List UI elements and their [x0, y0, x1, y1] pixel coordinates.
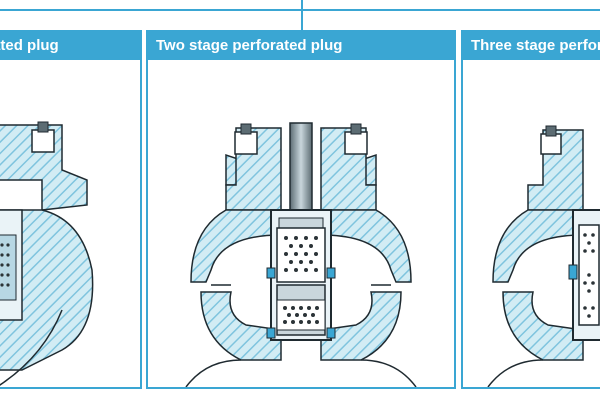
panel-two-stage: Two stage perforated plug	[146, 30, 456, 389]
panel-connector-lines	[0, 0, 600, 30]
valve-body-lower-left	[200, 291, 282, 361]
valve-cross-section	[185, 122, 417, 387]
valve-cross-section	[487, 125, 600, 387]
valve-cross-section	[0, 121, 94, 386]
panel-three-stage: Three stage perforated plug	[461, 30, 600, 389]
panel-title-bar: Two stage perforated plug	[148, 32, 454, 60]
bolt-nut-icon	[31, 129, 55, 153]
perforated-plug	[0, 234, 17, 301]
panel-title: Three stage perforated plug	[471, 37, 600, 54]
perforated-plug-stage-1	[276, 227, 326, 283]
panel-title: Two stage perforated plug	[156, 37, 343, 54]
valve-body-upper-right	[320, 209, 412, 283]
valve-body-upper-left	[492, 209, 584, 283]
bonnet	[0, 124, 88, 211]
valve-body-lower-left	[502, 291, 584, 361]
valve-body-lower-right	[320, 291, 402, 361]
valve-body-upper-left	[190, 209, 282, 283]
panel-one-stage: One stage perforated plug	[0, 30, 142, 389]
panel-title-bar: One stage perforated plug	[0, 32, 140, 60]
bolt-nut-icon	[344, 131, 368, 155]
panel-title-bar: Three stage perforated plug	[463, 32, 600, 60]
valve-body	[0, 209, 94, 371]
valve-stem	[289, 122, 313, 219]
panel-title: One stage perforated plug	[0, 37, 59, 54]
bolt-nut-icon	[540, 133, 562, 155]
bolt-nut-icon	[234, 131, 258, 155]
